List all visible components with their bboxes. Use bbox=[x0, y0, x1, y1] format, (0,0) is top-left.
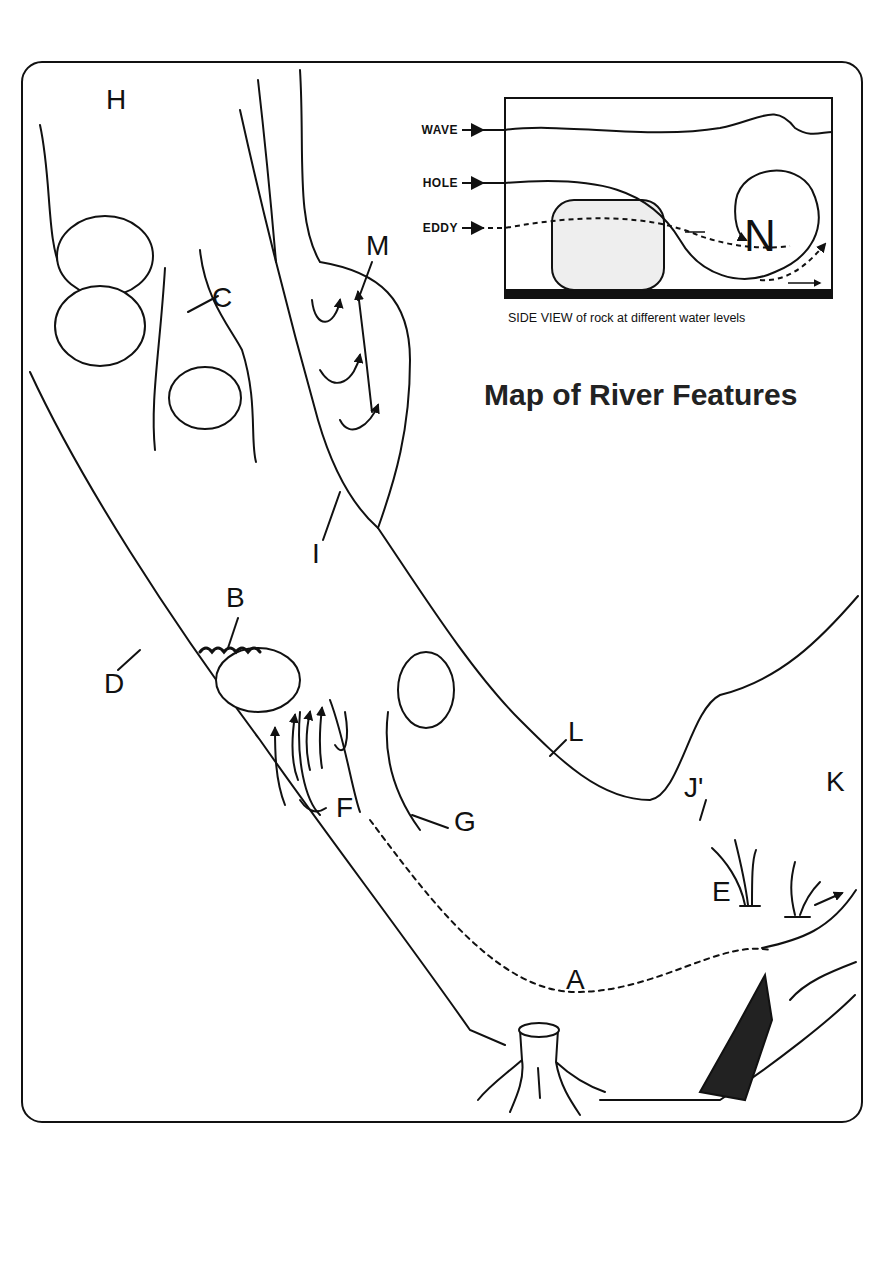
eddy-arrow bbox=[340, 405, 378, 429]
hole-line bbox=[470, 171, 819, 279]
leader-line bbox=[550, 740, 566, 756]
eddy-arrow bbox=[320, 355, 360, 383]
eddy-arrow bbox=[275, 728, 285, 805]
current-line bbox=[387, 712, 420, 830]
callout-letter: J' bbox=[684, 774, 703, 802]
map-title: Map of River Features bbox=[484, 380, 797, 410]
eddy-arrow bbox=[300, 800, 326, 811]
foam bbox=[200, 648, 260, 652]
frame bbox=[22, 62, 862, 1122]
eddy-line bbox=[470, 218, 790, 247]
pointer-arrow bbox=[462, 129, 482, 131]
current-line bbox=[299, 712, 320, 815]
channel-bank bbox=[240, 110, 378, 528]
stump bbox=[478, 1030, 605, 1115]
callout-letter: C bbox=[212, 284, 232, 312]
eddy-arrow bbox=[335, 712, 347, 750]
rock bbox=[55, 286, 145, 366]
water-level-label: EDDY bbox=[423, 222, 458, 234]
river-bed bbox=[505, 290, 832, 298]
inset-caption: SIDE VIEW of rock at different water lev… bbox=[508, 312, 745, 325]
wave-line bbox=[470, 114, 832, 133]
area-letter: H bbox=[106, 86, 126, 114]
grass bbox=[712, 840, 760, 906]
pointer-arrow bbox=[462, 182, 482, 184]
pointer-arrow bbox=[462, 227, 482, 229]
eddy-arrow bbox=[320, 708, 322, 768]
grass bbox=[785, 862, 820, 917]
channel-line bbox=[258, 80, 276, 262]
channel-bank bbox=[300, 70, 410, 528]
inlet-bank bbox=[762, 890, 856, 948]
eddy-arrow bbox=[312, 300, 340, 322]
dark-rock bbox=[700, 975, 772, 1100]
eddy-arrow bbox=[292, 715, 298, 780]
callout-letter: A bbox=[566, 966, 585, 994]
water-level-label: HOLE bbox=[423, 177, 458, 189]
callout-letter: B bbox=[226, 584, 245, 612]
leader-line bbox=[323, 492, 340, 540]
callout-letter: D bbox=[104, 670, 124, 698]
callout-letter: N bbox=[744, 214, 776, 258]
leader-line bbox=[358, 262, 372, 300]
rock bbox=[552, 200, 664, 290]
callout-letter: M bbox=[366, 232, 389, 260]
rock bbox=[57, 216, 153, 296]
upstream-arrow bbox=[358, 292, 372, 412]
left-bank bbox=[30, 372, 505, 1045]
right-bank bbox=[378, 528, 858, 800]
stump-top bbox=[519, 1023, 559, 1037]
callout-letter: E bbox=[712, 878, 731, 906]
inlet-bank bbox=[790, 962, 856, 1000]
flow-arrow bbox=[815, 893, 842, 905]
area-letter: K bbox=[826, 768, 845, 796]
rock bbox=[398, 652, 454, 728]
rock bbox=[216, 648, 300, 712]
callout-letter: L bbox=[568, 718, 584, 746]
leader-line bbox=[412, 815, 448, 828]
callout-letter: F bbox=[336, 794, 353, 822]
callout-letter: G bbox=[454, 808, 476, 836]
side-view-inset bbox=[462, 98, 832, 298]
leader-line bbox=[700, 800, 706, 820]
map-lines bbox=[22, 62, 862, 1122]
channel-line bbox=[154, 268, 165, 450]
callout-letter: I bbox=[312, 540, 320, 568]
leader-line bbox=[118, 650, 140, 670]
channel-line bbox=[200, 250, 256, 462]
rock bbox=[169, 367, 241, 429]
eddy-arrow bbox=[307, 712, 310, 770]
leader-line bbox=[228, 618, 238, 648]
water-level-label: WAVE bbox=[422, 124, 458, 136]
